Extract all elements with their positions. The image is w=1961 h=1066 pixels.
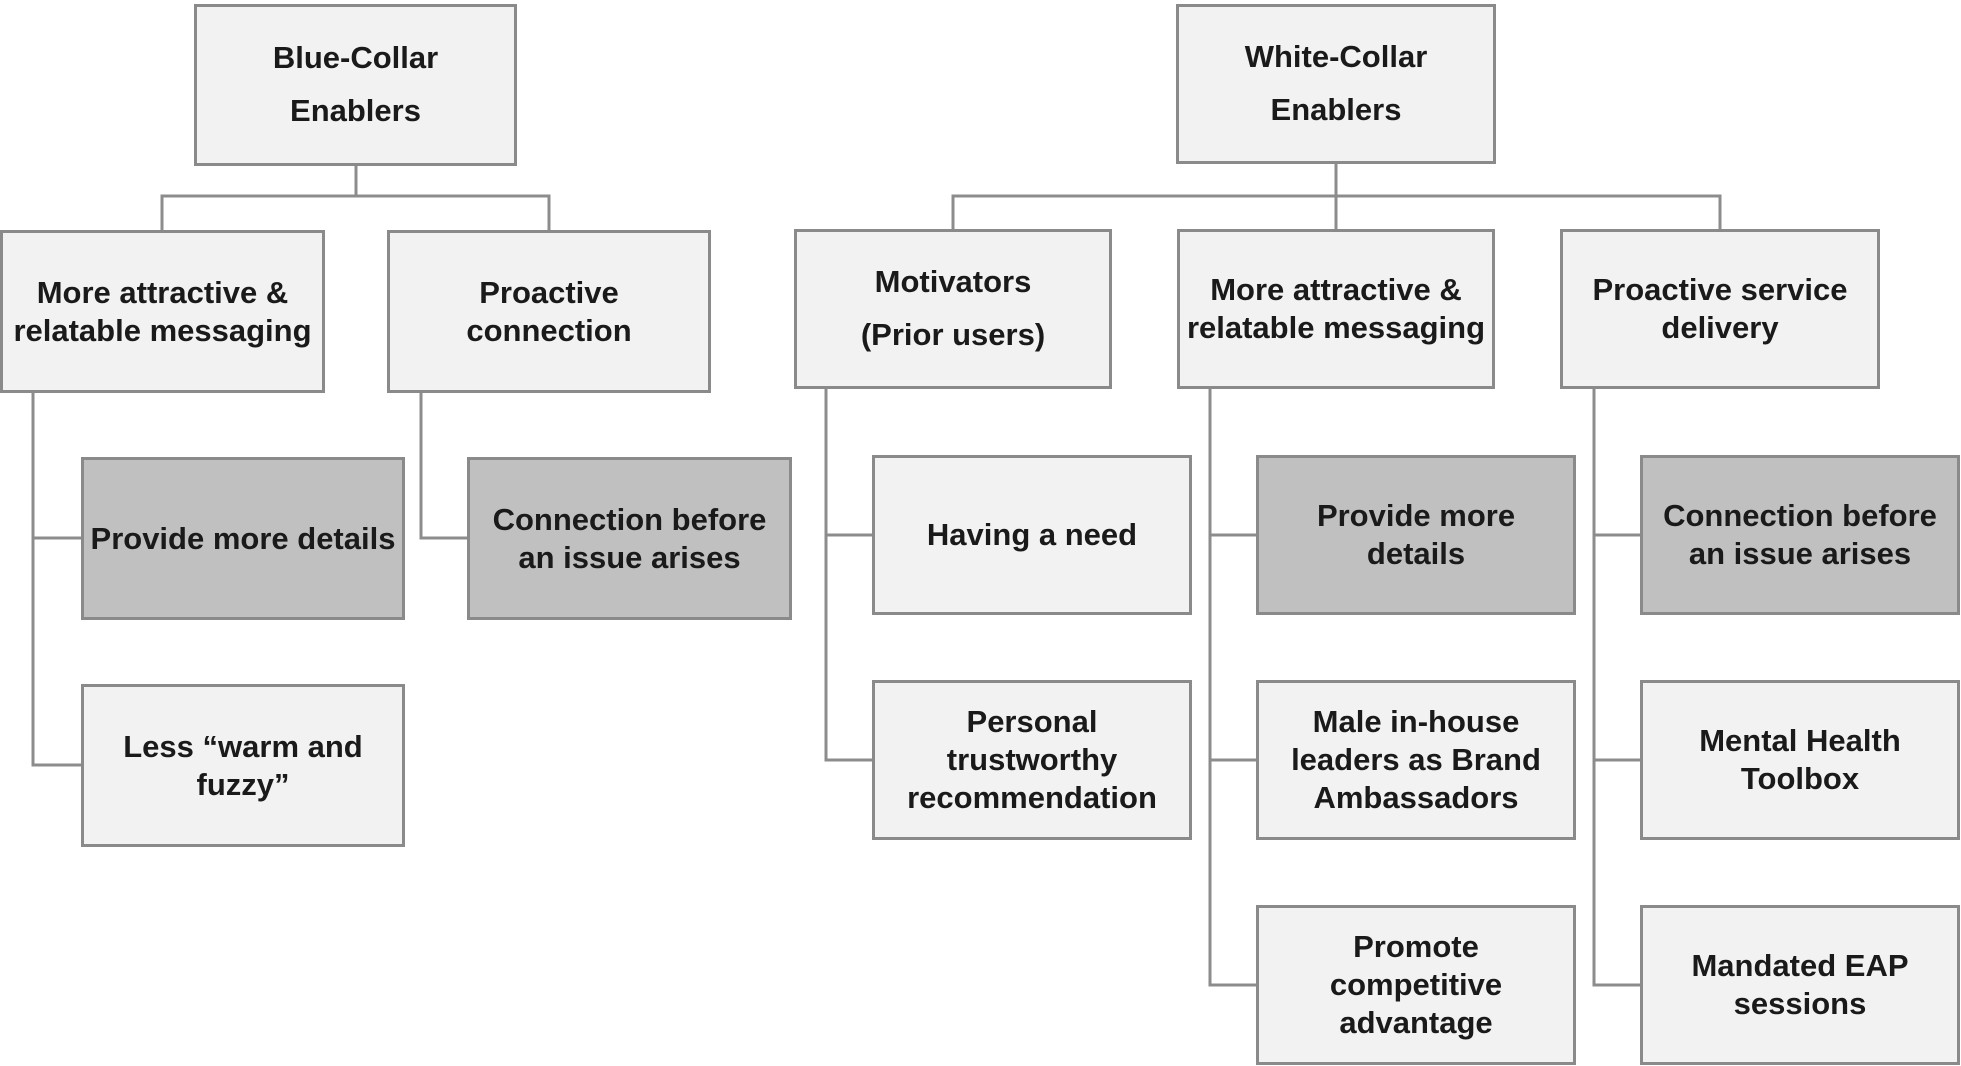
wc-motivators-label: Motivators (Prior users) <box>860 264 1046 352</box>
wc-recommendation-box: Personal trustworthy recommendation <box>872 680 1192 840</box>
wc-messaging-box: More attractive & relatable messaging <box>1177 229 1495 389</box>
wc-service-label: Proactive service delivery <box>1592 272 1848 345</box>
connector-bc-root <box>160 165 551 230</box>
wc-service-box: Proactive service delivery <box>1560 229 1880 389</box>
wc-eap-box: Mandated EAP sessions <box>1640 905 1960 1065</box>
wc-connection-label: Connection before an issue arises <box>1663 498 1937 571</box>
wc-leaders-box: Male in-house leaders as Brand Ambassado… <box>1256 680 1576 840</box>
wc-need-label: Having a need <box>926 517 1138 553</box>
wc-competitive-box: Promote competitive advantage <box>1256 905 1576 1065</box>
wc-connection-box: Connection before an issue arises <box>1640 455 1960 615</box>
wc-messaging-label: More attractive & relatable messaging <box>1186 272 1486 345</box>
white-collar-root: White-Collar Enablers <box>1176 4 1496 164</box>
bc-proactive-label: Proactive connection <box>466 274 632 348</box>
wc-toolbox-box: Mental Health Toolbox <box>1640 680 1960 840</box>
bc-details-label: Provide more details <box>90 520 396 556</box>
bc-proactive-box: Proactive connection <box>387 230 711 393</box>
wc-competitive-label: Promote competitive advantage <box>1329 929 1503 1040</box>
wc-details-label: Provide more details <box>1316 498 1516 571</box>
blue-collar-root: Blue-Collar Enablers <box>194 4 517 166</box>
wc-details-box: Provide more details <box>1256 455 1576 615</box>
bc-messaging-label: More attractive & relatable messaging <box>13 274 312 348</box>
bc-connection-box: Connection before an issue arises <box>467 457 792 620</box>
connector-wc-messaging <box>1208 389 1257 987</box>
wc-eap-label: Mandated EAP sessions <box>1691 948 1909 1021</box>
bc-warm-box: Less “warm and fuzzy” <box>81 684 405 847</box>
bc-messaging-box: More attractive & relatable messaging <box>0 230 325 393</box>
bc-warm-label: Less “warm and fuzzy” <box>123 728 363 802</box>
white-collar-root-label: White-Collar Enablers <box>1244 39 1428 127</box>
blue-collar-root-label: Blue-Collar Enablers <box>272 40 439 128</box>
wc-need-box: Having a need <box>872 455 1192 615</box>
connector-bc-messaging <box>31 392 82 767</box>
wc-recommendation-label: Personal trustworthy recommendation <box>907 704 1157 815</box>
connector-bc-proactive <box>419 392 468 540</box>
connector-wc-root <box>951 163 1722 229</box>
wc-toolbox-label: Mental Health Toolbox <box>1699 723 1901 796</box>
wc-motivators-box: Motivators (Prior users) <box>794 229 1112 389</box>
connector-wc-service <box>1592 389 1641 987</box>
bc-connection-label: Connection before an issue arises <box>492 501 767 575</box>
wc-leaders-label: Male in-house leaders as Brand Ambassado… <box>1291 704 1541 815</box>
connector-wc-motivators <box>824 389 873 762</box>
bc-details-box: Provide more details <box>81 457 405 620</box>
